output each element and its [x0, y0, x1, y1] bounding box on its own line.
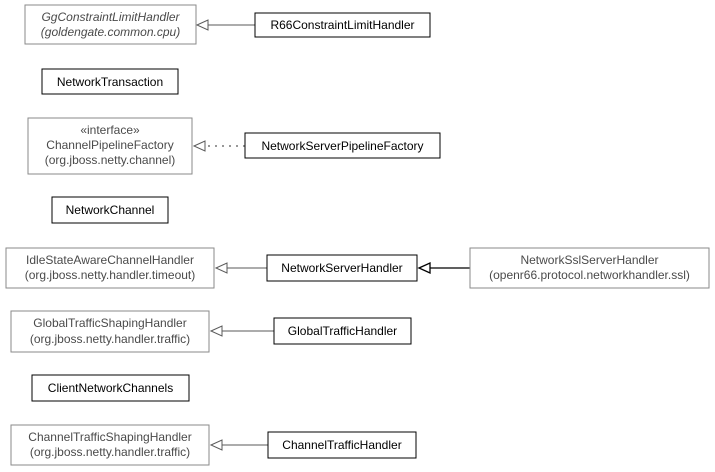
channel-traffic-shaping-handler-package: (org.jboss.netty.handler.traffic)	[30, 445, 190, 459]
class-channel-traffic-handler[interactable]: ChannelTrafficHandler	[267, 431, 417, 459]
extends-arrow-ssl-to-network-server	[417, 261, 470, 275]
class-channel-traffic-shaping-handler[interactable]: ChannelTrafficShapingHandler (org.jboss.…	[10, 424, 210, 466]
idle-state-aware-channel-handler-name: IdleStateAwareChannelHandler	[26, 253, 194, 267]
channel-pipeline-factory-package: (org.jboss.netty.channel)	[45, 153, 176, 167]
network-server-pipeline-factory-name: NetworkServerPipelineFactory	[261, 139, 423, 153]
interface-channel-pipeline-factory[interactable]: «interface» ChannelPipelineFactory (org.…	[27, 117, 193, 175]
extends-arrow-network-server-to-idle	[214, 262, 267, 274]
gg-constraint-limit-handler-package: (goldengate.common.cpu)	[41, 25, 180, 39]
channel-traffic-handler-name: ChannelTrafficHandler	[282, 438, 401, 452]
gg-constraint-limit-handler-name: GgConstraintLimitHandler	[41, 10, 180, 24]
channel-traffic-shaping-handler-name: ChannelTrafficShapingHandler	[28, 430, 191, 444]
class-client-network-channels[interactable]: ClientNetworkChannels	[31, 374, 190, 402]
channel-pipeline-factory-stereotype: «interface»	[80, 123, 140, 137]
network-channel-name: NetworkChannel	[66, 203, 155, 217]
implements-arrow-pipeline-factory	[192, 140, 245, 152]
class-network-server-handler[interactable]: NetworkServerHandler	[266, 254, 418, 282]
class-network-ssl-server-handler[interactable]: NetworkSslServerHandler (openr66.protoco…	[469, 247, 710, 289]
class-r66-constraint-limit-handler[interactable]: R66ConstraintLimitHandler	[254, 12, 431, 38]
class-idle-state-aware-channel-handler[interactable]: IdleStateAwareChannelHandler (org.jboss.…	[5, 247, 215, 289]
class-network-transaction[interactable]: NetworkTransaction	[41, 68, 179, 95]
class-gg-constraint-limit-handler[interactable]: GgConstraintLimitHandler (goldengate.com…	[24, 4, 197, 45]
network-server-handler-name: NetworkServerHandler	[281, 261, 402, 275]
extends-arrow-channel-traffic	[209, 439, 268, 451]
global-traffic-shaping-handler-package: (org.jboss.netty.handler.traffic)	[30, 332, 190, 346]
global-traffic-shaping-handler-name: GlobalTrafficShapingHandler	[33, 316, 186, 330]
class-global-traffic-handler[interactable]: GlobalTrafficHandler	[273, 317, 412, 345]
class-network-channel[interactable]: NetworkChannel	[51, 196, 169, 224]
class-network-server-pipeline-factory[interactable]: NetworkServerPipelineFactory	[244, 132, 441, 159]
channel-pipeline-factory-name: ChannelPipelineFactory	[46, 138, 173, 152]
extends-arrow-global-traffic	[209, 325, 274, 337]
extends-arrow-r66-to-gg	[195, 19, 255, 31]
network-transaction-name: NetworkTransaction	[57, 75, 163, 89]
idle-state-aware-channel-handler-package: (org.jboss.netty.handler.timeout)	[25, 268, 196, 282]
class-global-traffic-shaping-handler[interactable]: GlobalTrafficShapingHandler (org.jboss.n…	[10, 310, 210, 353]
r66-constraint-limit-handler-name: R66ConstraintLimitHandler	[270, 18, 414, 32]
network-ssl-server-handler-name: NetworkSslServerHandler	[520, 253, 658, 267]
network-ssl-server-handler-package: (openr66.protocol.networkhandler.ssl)	[489, 268, 690, 282]
client-network-channels-name: ClientNetworkChannels	[48, 381, 173, 395]
global-traffic-handler-name: GlobalTrafficHandler	[288, 324, 397, 338]
